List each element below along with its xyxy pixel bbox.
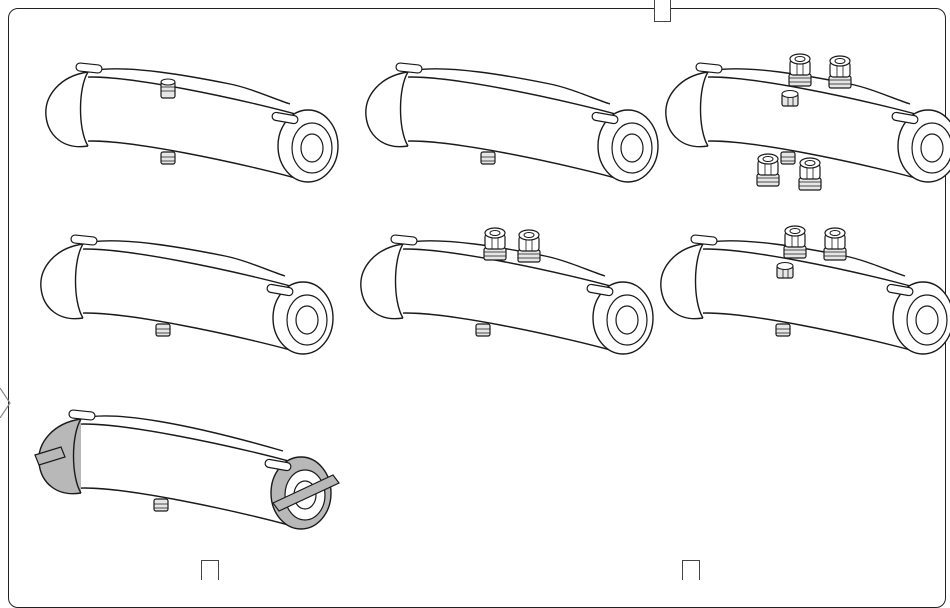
bottom-fitting (780, 151, 796, 165)
right-mount-tab (272, 474, 340, 512)
mixer-body (62, 423, 296, 528)
right-end-bore (615, 305, 639, 335)
bottom-nut (756, 153, 780, 187)
bottom-fitting (160, 151, 176, 165)
variant-5 (360, 227, 654, 355)
left-clip (75, 62, 103, 74)
right-clip (886, 283, 914, 297)
top-plate (80, 240, 286, 277)
right-end-bore (620, 133, 644, 163)
right-end-bore (300, 133, 324, 163)
left-clip (395, 62, 423, 74)
top-small-nut (776, 261, 794, 279)
variant-6 (660, 225, 950, 355)
top-nut-left (483, 227, 507, 261)
left-cap-seam (74, 243, 84, 319)
top-nipple (160, 78, 176, 99)
left-clip (68, 409, 96, 421)
top-nut-right (823, 227, 847, 261)
bottom-nut (798, 157, 822, 191)
left-clip (695, 62, 723, 74)
left-clip (70, 234, 98, 246)
bottom-fitting (153, 498, 169, 512)
left-clip (390, 234, 418, 246)
bottom-fitting (475, 323, 491, 337)
right-end-bore (295, 305, 319, 335)
left-cap-seam (399, 71, 409, 147)
left-end-cap (45, 71, 89, 148)
left-cap-seam (394, 243, 404, 319)
mixer-body (64, 248, 298, 353)
right-end-bore (920, 133, 944, 163)
left-cap-seam (72, 418, 82, 494)
top-nut-right (828, 55, 852, 89)
right-end-bore (915, 305, 939, 335)
left-end-cap (665, 71, 709, 148)
bottom-fitting (480, 151, 496, 165)
right-clip (266, 283, 294, 297)
right-clip (591, 111, 619, 125)
left-end-cap (360, 243, 404, 320)
bottom-fitting (775, 323, 791, 337)
left-cap-seam (79, 71, 89, 147)
left-registration-chevron (0, 388, 11, 418)
mixer-body (69, 76, 303, 181)
top-plate (405, 68, 611, 105)
right-clip (271, 111, 299, 125)
mixer-body (384, 248, 618, 353)
left-mount-tab (34, 446, 66, 466)
left-end-cap (365, 71, 409, 148)
top-registration-mark (654, 0, 671, 22)
thermostatic-mixer-variants (34, 53, 950, 530)
right-clip (264, 458, 292, 472)
top-nut-right (517, 229, 541, 263)
left-end-cap (660, 243, 704, 320)
left-cap-seam (694, 243, 704, 319)
variant-3 (665, 53, 950, 191)
right-clip (891, 111, 919, 125)
left-clip (690, 234, 718, 246)
variant-2 (365, 62, 659, 183)
variant-7 (34, 409, 340, 530)
bottom-fitting (155, 323, 171, 337)
left-cap-seam (699, 71, 709, 147)
top-nut-left (783, 225, 807, 259)
right-clip (586, 283, 614, 297)
top-small-nut (781, 89, 799, 107)
left-end-cap (40, 243, 84, 320)
top-plate (85, 68, 291, 105)
top-nut-left (788, 53, 812, 87)
mixer-body (684, 248, 918, 353)
variant-1 (45, 62, 339, 183)
mixer-body (389, 76, 623, 181)
variant-4 (40, 234, 334, 355)
